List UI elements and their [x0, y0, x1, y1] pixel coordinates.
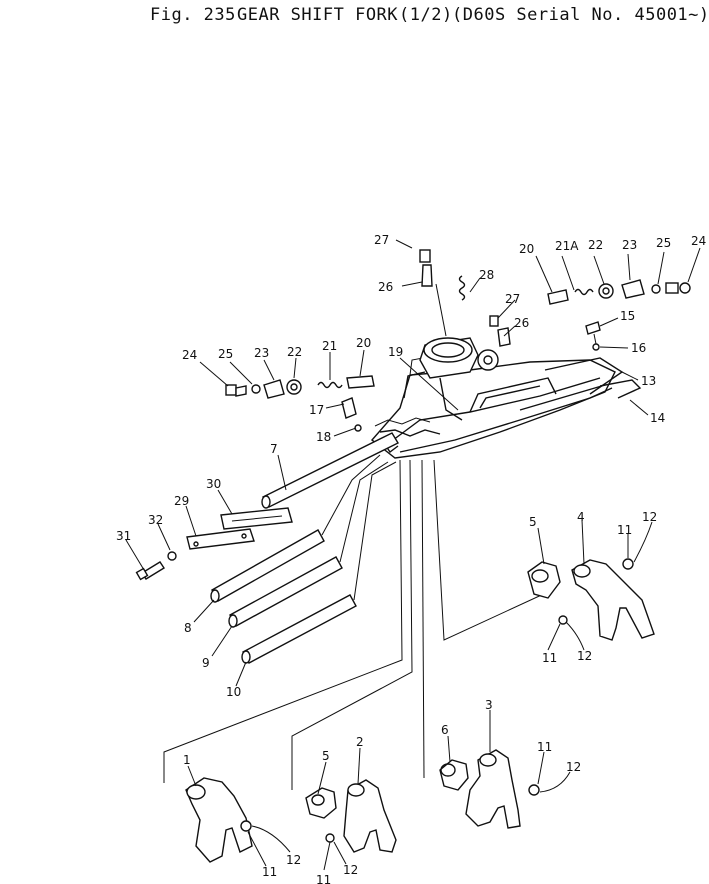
callout-14: 14 — [650, 411, 665, 425]
callout-30: 30 — [206, 477, 221, 491]
shift-housing — [370, 337, 616, 459]
callout-7: 7 — [270, 442, 278, 456]
callout-32: 32 — [148, 513, 163, 527]
figure-label: Fig. 235 — [150, 5, 236, 25]
callout-15: 15 — [620, 309, 635, 323]
callout-12-mid: 12 — [566, 760, 581, 774]
callout-6: 6 — [441, 723, 449, 737]
page-fraction: (1/2) — [399, 5, 453, 25]
top-plugs — [419, 249, 511, 347]
callout-26-top: 26 — [378, 280, 393, 294]
fork-4-assembly — [527, 558, 655, 641]
callout-leaders — [125, 239, 701, 871]
callout-2: 2 — [356, 735, 364, 749]
callout-24-left: 24 — [182, 348, 197, 362]
callout-28: 28 — [479, 268, 494, 282]
left-detent-stack — [225, 375, 375, 432]
fork-3-assembly — [439, 749, 540, 829]
callout-27-top: 27 — [374, 233, 389, 247]
gasket — [519, 357, 642, 411]
callout-16: 16 — [631, 341, 646, 355]
callout-23-left: 23 — [254, 346, 269, 360]
fork-1-assembly — [185, 777, 253, 863]
figure-name: GEAR SHIFT FORK — [237, 5, 399, 25]
callout-25-right: 25 — [656, 236, 671, 250]
callout-31: 31 — [116, 529, 131, 543]
figure-title: Fig. 235 GEAR SHIFT FORK (1/2) (D60S Ser… — [0, 3, 709, 29]
callout-12-left: 12 — [286, 853, 301, 867]
callout-24-right: 24 — [691, 234, 706, 248]
callout-26-mid: 26 — [514, 316, 529, 330]
interlock-plates — [186, 507, 293, 550]
callout-25-left: 25 — [218, 347, 233, 361]
callout-11-upper-bottom: 11 — [542, 651, 557, 665]
callout-10: 10 — [226, 685, 241, 699]
callout-11-mid: 11 — [537, 740, 552, 754]
callout-23-right: 23 — [622, 238, 637, 252]
callout-20-left: 20 — [356, 336, 371, 350]
callout-labels: 27 26 28 27 26 20 21A 22 23 25 24 15 16 … — [116, 233, 706, 884]
callout-11-lower: 11 — [316, 873, 331, 884]
callout-3: 3 — [485, 698, 493, 712]
callout-9: 9 — [202, 656, 210, 670]
bolt-15-washer-16 — [585, 321, 601, 351]
shift-shafts — [210, 432, 399, 664]
callout-8: 8 — [184, 621, 192, 635]
callout-20-right: 20 — [519, 242, 534, 256]
callout-21: 21 — [322, 339, 337, 353]
callout-4: 4 — [577, 510, 585, 524]
callout-22-right: 22 — [588, 238, 603, 252]
assembly-leader-lines — [163, 459, 549, 790]
callout-1: 1 — [183, 753, 191, 767]
serial-note: (D60S Serial No. 45001~) — [452, 5, 709, 25]
bolt-and-washer — [135, 551, 177, 581]
callout-11-left: 11 — [262, 865, 277, 879]
right-detent-stack — [547, 279, 691, 305]
callout-12-upper: 12 — [642, 510, 657, 524]
callout-17: 17 — [309, 403, 324, 417]
callout-29: 29 — [174, 494, 189, 508]
callout-12-upper-bottom: 12 — [577, 649, 592, 663]
callout-22-left: 22 — [287, 345, 302, 359]
callout-18: 18 — [316, 430, 331, 444]
callout-13: 13 — [641, 374, 656, 388]
fork-2-assembly — [305, 779, 397, 853]
callout-5-lower: 5 — [322, 749, 330, 763]
callout-27-mid: 27 — [505, 292, 520, 306]
callout-19: 19 — [388, 345, 403, 359]
callout-12-lower: 12 — [343, 863, 358, 877]
callout-5-upper: 5 — [529, 515, 537, 529]
callout-21a: 21A — [555, 239, 579, 253]
callout-11-upper: 11 — [617, 523, 632, 537]
